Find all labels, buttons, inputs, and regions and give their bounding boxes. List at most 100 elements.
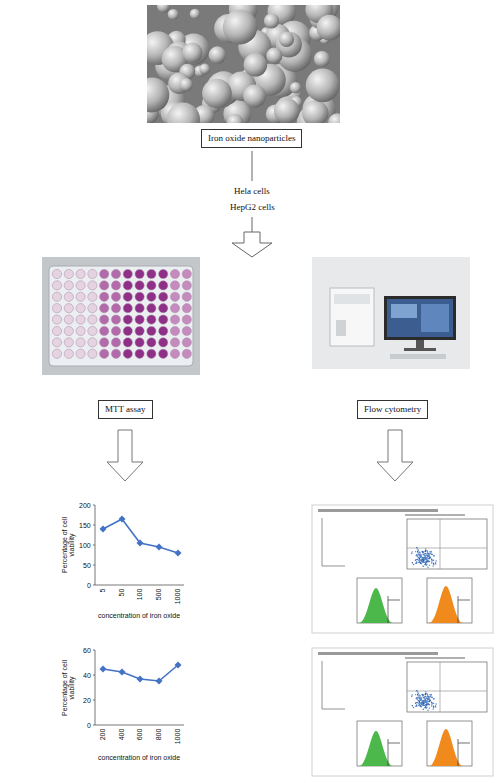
cell-event [417,556,418,557]
cell-event [424,553,425,554]
well [52,292,61,301]
nanoparticle [266,48,282,64]
cell-event [423,559,424,560]
well [64,315,73,324]
cell-event [421,556,422,557]
well [182,326,191,335]
cell-event [429,564,430,565]
well [182,315,191,324]
cell-event [427,554,428,555]
well [64,269,73,278]
axis-label: 100 [79,542,91,549]
well [100,281,109,290]
cell-event [420,554,421,555]
cell-event [423,560,424,561]
cell-event [431,560,432,561]
well [52,338,61,347]
well [159,349,168,358]
axis-title: Percentage of cell viability [61,512,75,578]
axis-label: 500 [155,589,162,601]
well [123,304,132,313]
well [123,315,132,324]
cell-event [419,554,420,555]
cell-event [425,562,426,563]
axis-label: 0 [87,582,91,589]
nanoparticle [264,13,279,28]
cell-event [412,551,413,552]
cell-event [418,554,419,555]
well [135,338,144,347]
cell-event [426,555,427,556]
cell-event [425,548,426,549]
cell-line-label: Hela cells [234,186,270,196]
flow-plot [312,648,493,776]
cell-event [424,555,425,556]
cell-event [435,562,436,563]
cell-event [422,559,423,560]
cell-event [425,550,426,551]
axis-label: 100 [136,589,143,601]
cell-event [428,555,429,556]
process-box: Flow cytometry [357,400,428,419]
cell-event [421,559,422,560]
well [159,304,168,313]
cell-event [418,562,419,563]
cell-event [426,554,427,555]
cell-event [416,561,417,562]
cell-event [429,555,430,556]
cell-event [418,560,419,561]
axis-label: 200 [99,729,106,741]
axis-label: 20 [83,697,91,704]
nanoparticle [328,113,340,123]
cell-event [423,557,424,558]
well [100,269,109,278]
well [76,349,85,358]
cell-event [433,562,434,563]
cell-event [418,559,419,560]
well [64,349,73,358]
well [52,315,61,324]
well [135,315,144,324]
cell-event [433,555,434,556]
cell-event [420,562,421,563]
flow-plot [312,505,493,633]
cell-event [427,567,428,568]
axis-label: 5 [99,589,106,593]
cell-event [422,566,423,567]
well [64,281,73,290]
well [111,304,120,313]
axis-label: 800 [155,729,162,741]
well [88,304,97,313]
cell-event [418,555,419,556]
well [147,304,156,313]
well [135,269,144,278]
well [182,338,191,347]
cell-event [432,565,433,566]
well [159,326,168,335]
nanoparticle [314,51,330,67]
well [170,349,179,358]
well [64,292,73,301]
cell-event [425,563,426,564]
cell-event [416,555,417,556]
well [52,349,61,358]
well [76,304,85,313]
axis-label: 150 [79,522,91,529]
cell-event [425,557,426,558]
well [159,269,168,278]
cell-event [421,560,422,561]
cell-event [419,556,420,557]
cell-event [423,551,424,552]
cell-event [421,551,422,552]
cell-event [415,551,416,552]
cell-event [431,554,432,555]
well [76,292,85,301]
cell-event [428,556,429,557]
well [111,269,120,278]
well [147,292,156,301]
well [111,326,120,335]
well [111,349,120,358]
cell-event [426,557,427,558]
cell-event [425,563,426,564]
